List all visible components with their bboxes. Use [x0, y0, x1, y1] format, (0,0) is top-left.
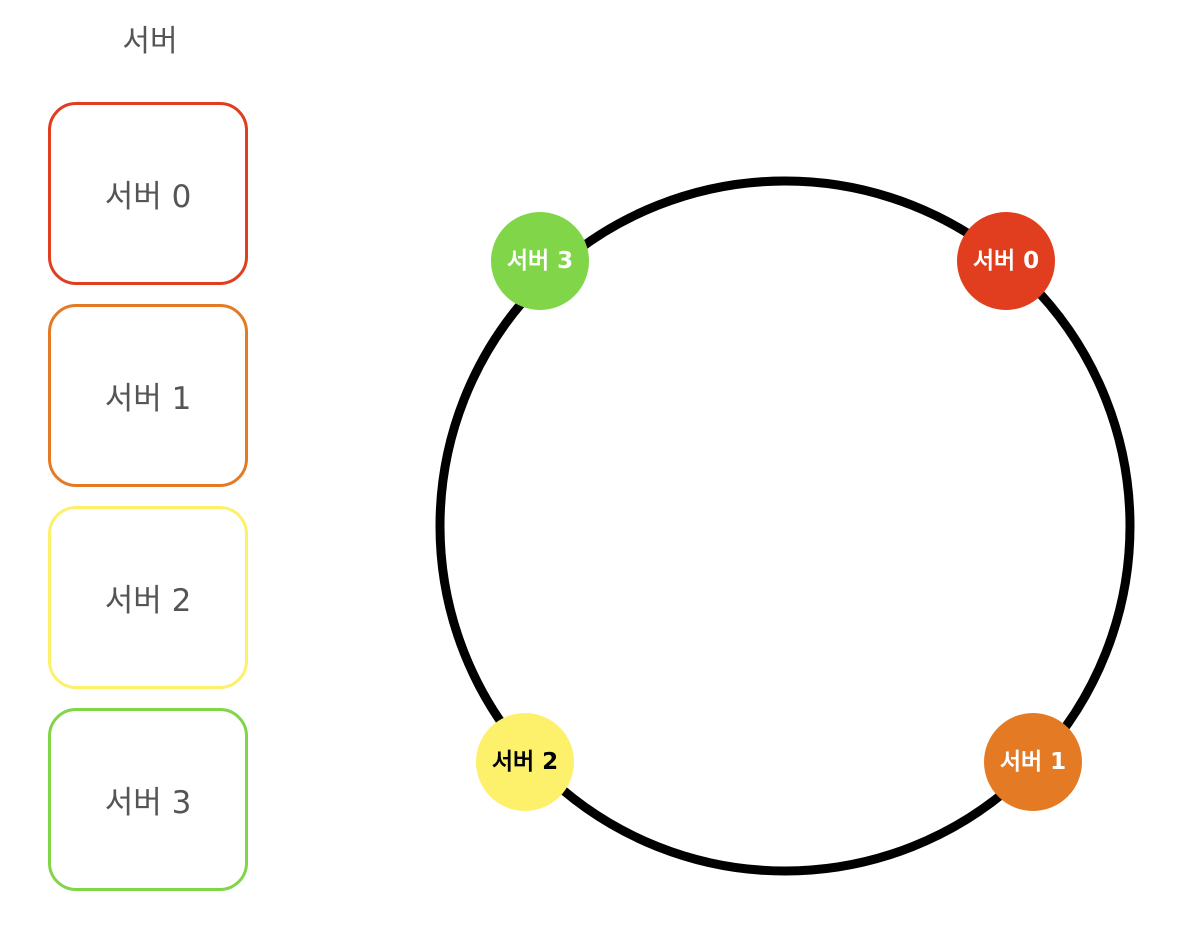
server-box-2: 서버 2	[48, 506, 248, 689]
ring-node-0-label: 서버 0	[973, 248, 1039, 274]
server-box-3-label: 서버 3	[104, 785, 192, 821]
ring-node-1-label: 서버 1	[1000, 749, 1066, 775]
server-box-2-label: 서버 2	[104, 583, 192, 619]
ring-node-server-2: 서버 2	[476, 713, 574, 811]
ring-node-2-circle	[476, 713, 574, 811]
server-box-1: 서버 1	[48, 304, 248, 487]
hash-ring	[435, 176, 1135, 876]
ring-node-server-1: 서버 1	[984, 713, 1082, 811]
ring-node-3-circle	[491, 212, 589, 310]
server-column-title: 서버	[122, 24, 178, 59]
server-box-1-label: 서버 1	[104, 381, 192, 417]
ring-node-3-label: 서버 3	[507, 248, 573, 274]
ring-node-server-0: 서버 0	[957, 212, 1055, 310]
ring-node-1-circle	[984, 713, 1082, 811]
ring-node-2-label: 서버 2	[492, 749, 558, 775]
ring-node-server-3: 서버 3	[491, 212, 589, 310]
server-box-0: 서버 0	[48, 102, 248, 285]
ring-node-0-circle	[957, 212, 1055, 310]
server-box-3: 서버 3	[48, 708, 248, 891]
server-box-0-label: 서버 0	[104, 179, 192, 215]
